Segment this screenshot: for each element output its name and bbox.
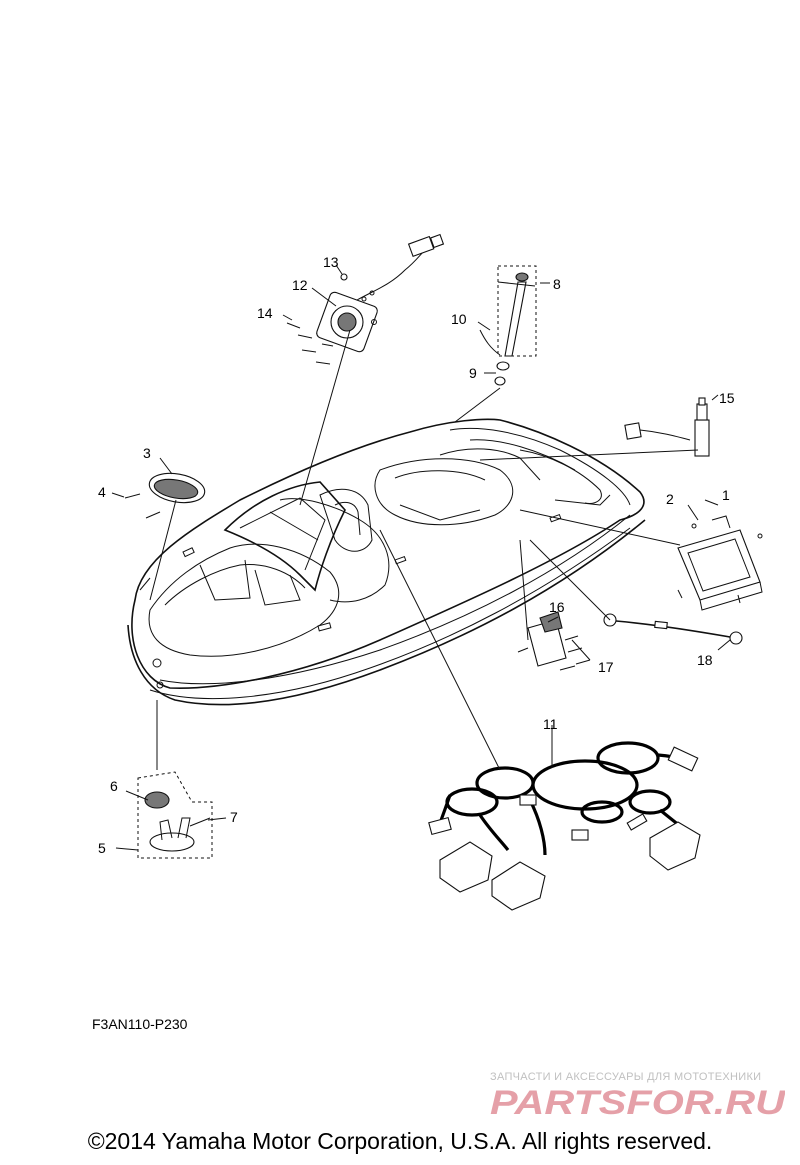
callout-14: 14 <box>257 305 273 321</box>
part-11-harness <box>428 741 701 911</box>
part-5-6-7-cleat <box>137 771 213 859</box>
callout-2: 2 <box>666 491 674 507</box>
part-3-4-grill <box>124 472 206 519</box>
callout-5: 5 <box>98 840 106 856</box>
callout-7: 7 <box>230 809 238 825</box>
watermark-tagline: ЗАПЧАСТИ И АКСЕССУАРЫ ДЛЯ МОТОТЕХНИКИ <box>490 1071 762 1083</box>
callout-1: 1 <box>722 487 730 503</box>
callout-18: 18 <box>697 652 713 668</box>
part-18-cable <box>603 613 743 645</box>
part-16-17-box <box>517 611 583 671</box>
boat-hull <box>127 418 646 706</box>
callout-9: 9 <box>469 365 477 381</box>
callout-8: 8 <box>553 276 561 292</box>
callout-12: 12 <box>292 277 308 293</box>
callout-16: 16 <box>549 599 565 615</box>
callout-15: 15 <box>719 390 735 406</box>
diagram-code: F3AN110-P230 <box>92 1016 188 1032</box>
copyright-notice: ©2014 Yamaha Motor Corporation, U.S.A. A… <box>87 1128 713 1154</box>
part-8-9-10-post <box>479 265 537 386</box>
part-15-sensor <box>624 397 710 457</box>
callout-4: 4 <box>98 484 106 500</box>
callout-11: 11 <box>543 716 558 732</box>
watermark-logo: PARTSFOR.RU <box>490 1084 785 1120</box>
part-1-2-tray <box>677 515 763 611</box>
callout-numbers: 1 2 3 4 5 6 7 8 9 10 11 12 13 14 15 16 1… <box>98 254 735 856</box>
watermark-logo-text: PARTSFOR.RU <box>490 1084 785 1120</box>
callout-3: 3 <box>143 445 151 461</box>
callout-17: 17 <box>598 659 614 675</box>
callout-10: 10 <box>451 311 467 327</box>
callout-6: 6 <box>110 778 118 794</box>
callout-13: 13 <box>323 254 339 270</box>
part-12-13-14-speaker-plate <box>286 233 445 365</box>
leader-lines <box>111 264 731 851</box>
